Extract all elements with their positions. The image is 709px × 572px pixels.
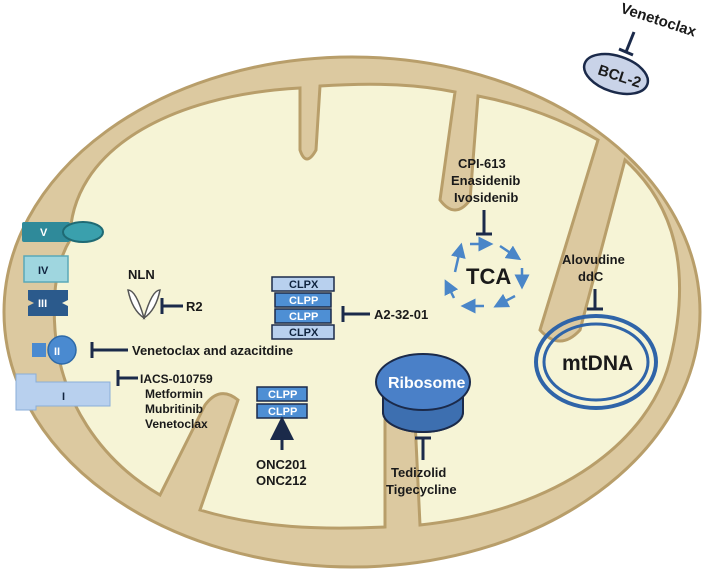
a2-label: A2-32-01 (374, 307, 428, 322)
clpx-bottom-label: CLPX (289, 327, 319, 339)
inner-membrane-matrix (52, 82, 682, 530)
complex-ii-symbol: II (54, 346, 60, 358)
clpp-small-2-label: CLPP (268, 406, 297, 418)
venetoclax-bcl2-inhibitor (624, 31, 636, 53)
complex-v: V (22, 221, 104, 243)
clpp-small-1-label: CLPP (268, 389, 297, 401)
mtdna-label: mtDNA (562, 352, 633, 375)
complex-iv: IV (23, 255, 69, 283)
mtdna-circle (534, 314, 658, 410)
venetoclax-bottom-label: Venetoclax (145, 417, 208, 431)
nln-protein (127, 289, 161, 320)
enasidenib-label: Enasidenib (451, 173, 520, 188)
complex-i: I (15, 373, 111, 411)
venetoclax-top-label: Venetoclax (618, 0, 698, 41)
clpp-1-label: CLPP (289, 295, 318, 307)
tigecycline-label: Tigecycline (386, 482, 457, 497)
ddc-label: ddC (578, 269, 604, 284)
onc201-label: ONC201 (256, 457, 307, 472)
onc212-label: ONC212 (256, 473, 307, 488)
metformin-label: Metformin (145, 387, 203, 401)
ven-aza-label: Venetoclax and azacitdine (132, 343, 293, 358)
complex-iii-symbol: III (38, 298, 47, 310)
clpp-2-label: CLPP (289, 311, 318, 323)
tca-cycle (444, 236, 530, 314)
iacs-label: IACS-010759 (140, 372, 213, 386)
clp-stack: CLPX CLPP CLPP CLPX (271, 276, 335, 340)
complex-i-symbol: I (62, 391, 65, 403)
r2-label: R2 (186, 299, 203, 314)
bcl2-protein (582, 52, 650, 96)
mubritinib-label: Mubritinib (145, 402, 203, 416)
cpi613-label: CPI-613 (458, 156, 506, 171)
inhibitor-bar (618, 47, 634, 57)
complex-iii: III (28, 290, 68, 316)
tca-label: TCA (466, 264, 511, 289)
complex-v-symbol: V (40, 227, 48, 239)
tedizolid-label: Tedizolid (391, 465, 446, 480)
ribosome-label: Ribosome (388, 375, 465, 392)
ribosome (375, 353, 471, 433)
complex-iv-symbol: IV (38, 265, 49, 277)
complex-ii: II (32, 335, 77, 365)
alovudine-label: Alovudine (562, 252, 625, 267)
clpp-small-stack: CLPP CLPP (256, 386, 308, 419)
ivosidenib-label: Ivosidenib (454, 190, 518, 205)
nln-label: NLN (128, 267, 155, 282)
clpx-top-label: CLPX (289, 279, 319, 291)
